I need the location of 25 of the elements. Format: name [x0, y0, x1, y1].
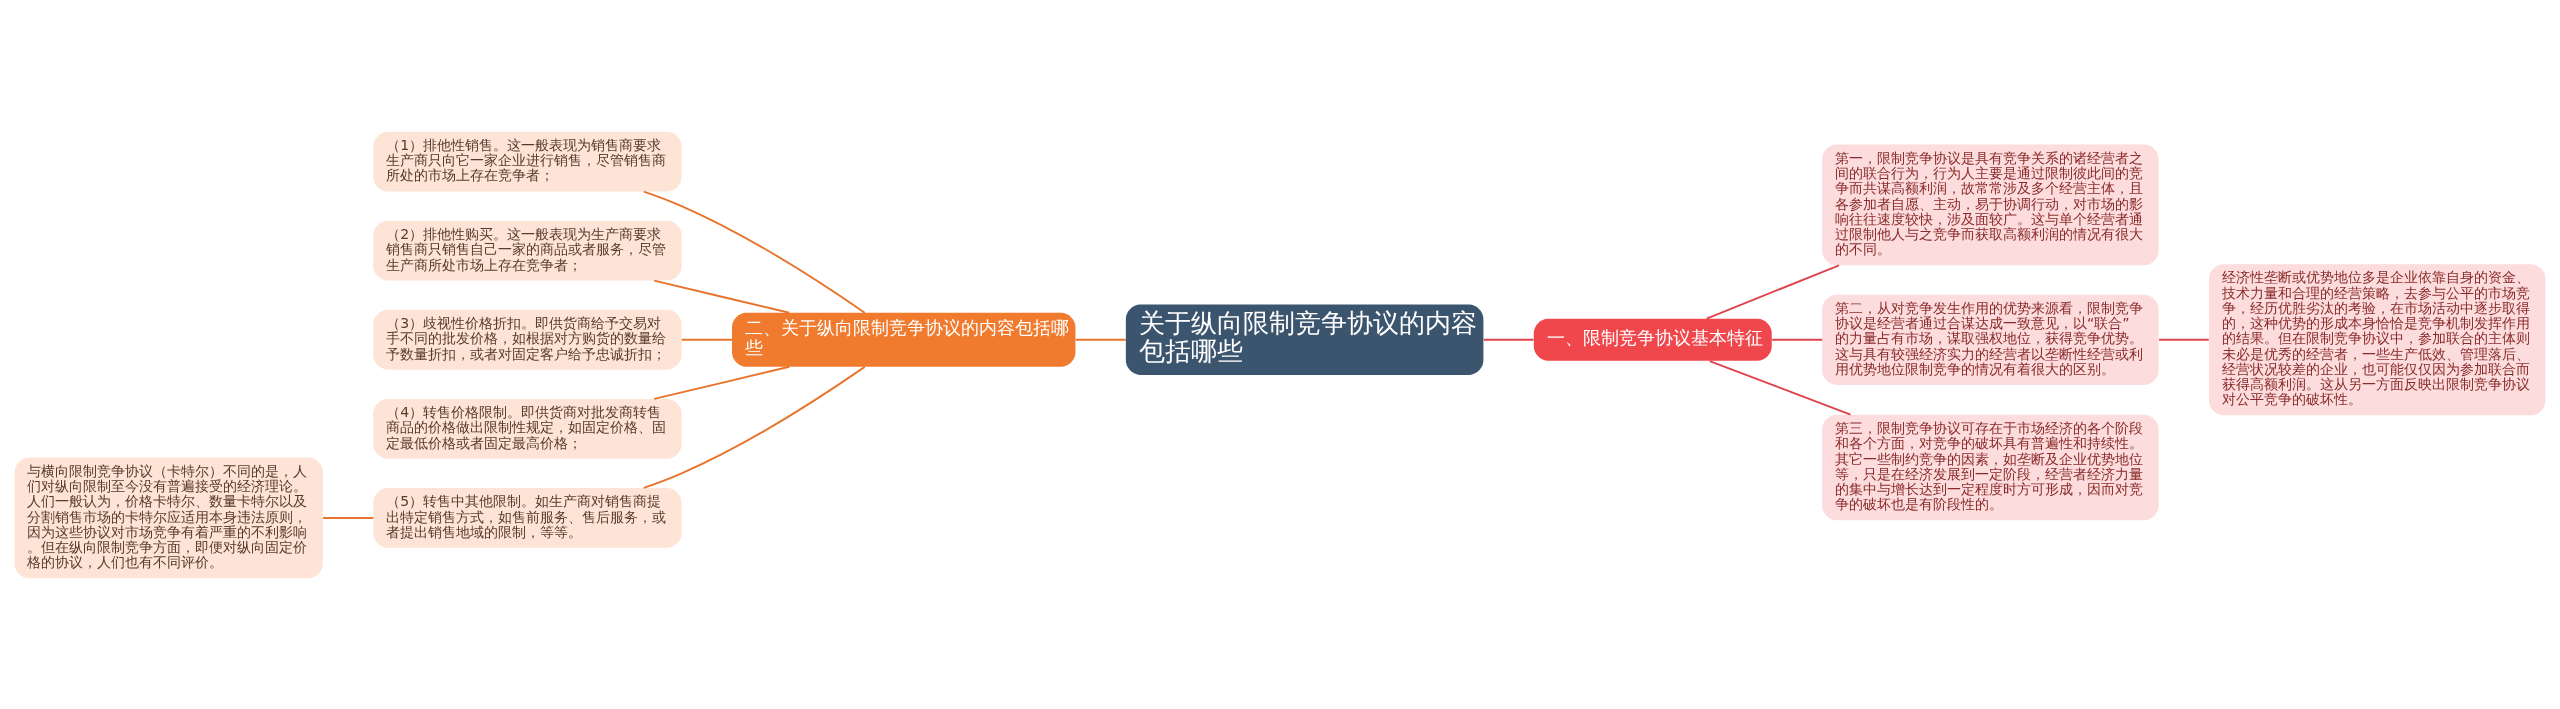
connector	[322, 516, 375, 519]
connector	[2158, 338, 2210, 341]
node-box: （3）歧视性价格折扣。即供货商给予交易对手不同的批发价格，如根据对方购货的数量给予数量折扣，或者对固定客户给予忠诚折扣；	[373, 309, 682, 370]
node-box: 二、关于纵向限制竞争协议的内容包括哪些	[732, 312, 1076, 367]
node-box: 第一，限制竞争协议是具有竞争关系的诸经营者之间的联合行为，行为人主要是通过限制彼此间的竞争而共谋高额利润，故常常涉及多个经营主体，且各参加者自愿、主动，易于协调行动，对市场的影响往往速度较快，涉及面较广。这与单个经营者通过限制他人与之竞争而获取高额利润的情况有很大的不同。	[1822, 144, 2159, 265]
connector	[1074, 338, 1127, 341]
connector	[653, 279, 791, 314]
connector	[1771, 338, 1824, 341]
connector	[1482, 338, 1535, 341]
node-box: 关于纵向限制竞争协议的内容包括哪些	[1125, 304, 1484, 375]
connector	[1708, 359, 1852, 416]
node-box: （2）排他性购买。这一般表现为生产商要求销售商只销售自己一家的商品或者服务，尽管生产商所处市场上存在竞争者；	[373, 220, 682, 281]
node-box: （1）排他性销售。这一般表现为销售商要求生产商只向它一家企业进行销售，尽管销售商所处的市场上存在竞争者；	[373, 131, 682, 191]
connector	[680, 338, 733, 341]
node-box: （5）转售中其他限制。如生产商对销售商提出特定销售方式，如售前服务、售后服务，或者提出销售地域的限制，等等。	[373, 487, 682, 548]
connector	[642, 190, 866, 314]
node-box: （4）转售价格限制。即供货商对批发商转售商品的价格做出限制性规定，如固定价格、固定最低价格或者固定最高价格；	[373, 398, 682, 459]
connector	[1705, 263, 1840, 319]
node-box: 经济性垄断或优势地位多是企业依靠自身的资金、技术力量和合理的经营策略，去参与公平的市场竞争，经历优胜劣汰的考验，在市场活动中逐步取得的，这种优势的形成本身恰恰是竞争机制发挥作用的结果。但在限制竞争协议中，参加联合的主体则未必是优秀的经营者，一些生产低效、管理落后、经营状况较差的企业，也可能仅仅因为参加联合而获得高额利润。这从另一方面反映出限制竞争协议对公平竞争的破坏性。	[2209, 263, 2546, 415]
node-box: 第三，限制竞争协议可存在于市场经济的各个阶段和各个方面，对竞争的破坏具有普遍性和持续性。其它一些制约竞争的因素，如垄断及企业优势地位等，只是在经济发展到一定阶段，经营者经济力量的集中与增长达到一定程度时方可形成，因而对竞争的破坏也是有阶段性的。	[1822, 414, 2159, 520]
node-box: 一、限制竞争协议基本特征	[1533, 318, 1772, 361]
connector	[653, 365, 791, 400]
node-box: 与横向限制竞争协议（卡特尔）不同的是，人们对纵向限制至今没有普遍接受的经济理论。人们一般认为，价格卡特尔、数量卡特尔以及分割销售市场的卡特尔应适用本身违法原则，因为这些协议对市场竞争有着严重的不利影响。但在纵向限制竞争方面，即便对纵向固定价格的协议，人们也有不同评价。	[14, 457, 323, 578]
node-box: 第二，从对竞争发生作用的优势来源看，限制竞争协议是经营者通过合谋达成一致意见，以“联合”的力量占有市场，谋取强权地位，获得竞争优势。这与具有较强经济实力的经营者以垄断性经营或利用优势地位限制竞争的情况有着很大的区别。	[1822, 294, 2159, 385]
connector	[642, 365, 866, 489]
